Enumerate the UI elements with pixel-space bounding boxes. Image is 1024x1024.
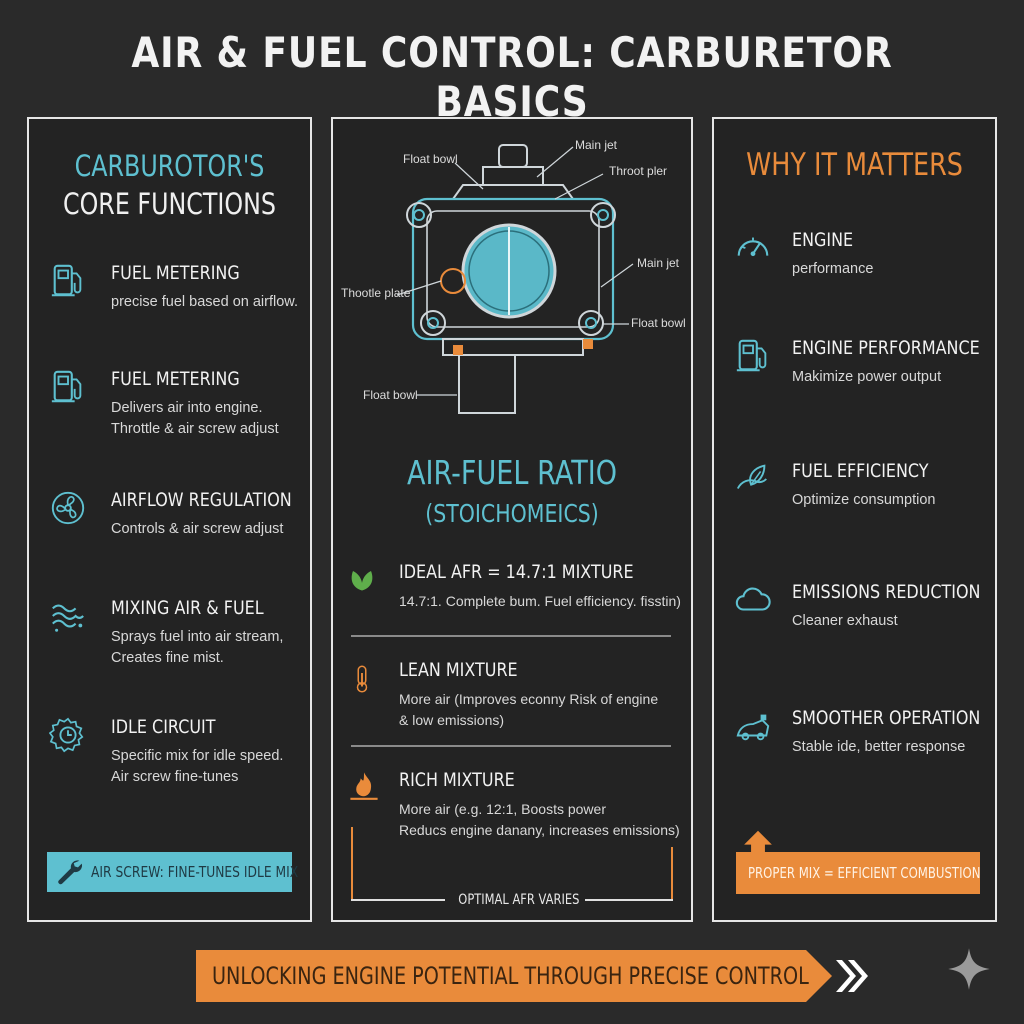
label-float-bowl-right: Float bowl — [631, 316, 686, 330]
item-description: More air (e.g. 12:1, Boosts power Reducs… — [399, 799, 681, 841]
air-screw-callout-label: AIR SCREW: FINE-TUNES IDLE MIX — [91, 863, 299, 881]
label-main-jet-right: Main jet — [637, 256, 680, 270]
function-item-airflow-regulation: AIRFLOW REGULATION Controls & air screw … — [49, 489, 300, 569]
label-main-jet-top: Main jet — [575, 138, 618, 152]
bracket-right — [671, 847, 673, 899]
item-title: EMISSIONS REDUCTION — [792, 581, 981, 603]
air-fuel-ratio-panel: Float bowl Main jet Throot pler Main jet… — [331, 117, 693, 922]
item-description: 14.7:1. Complete bum. Fuel efficiency. f… — [399, 593, 681, 609]
optimal-afr-label: OPTIMAL AFR VARIES — [458, 892, 580, 908]
function-item-idle-circuit: IDLE CIRCUIT Specific mix for idle speed… — [49, 716, 300, 796]
flame-icon — [350, 772, 378, 800]
item-description: Delivers air into engine. Throttle & air… — [111, 398, 300, 440]
bottom-banner-label: UNLOCKING ENGINE POTENTIAL THROUGH PRECI… — [212, 962, 809, 990]
car-icon — [736, 714, 770, 741]
air-swirl-icon — [52, 604, 84, 632]
item-title: IDLE CIRCUIT — [111, 716, 216, 738]
label-throttle-plate-left: Thootle plate — [341, 286, 411, 300]
item-description: Stable ide, better response — [792, 739, 966, 755]
item-title: IDEAL AFR = 14.7:1 MIXTURE — [399, 561, 634, 583]
fuel-pump-icon — [51, 264, 82, 297]
item-description: Makimize power output — [792, 369, 942, 385]
item-description: Cleaner exhaust — [792, 613, 898, 629]
item-description-line2: Creates fine mist. — [111, 650, 224, 666]
speedometer-icon — [737, 237, 769, 257]
why-it-matters-heading: WHY IT MATTERS — [746, 147, 963, 183]
core-functions-heading-line1: CARBUROTOR'S — [74, 149, 265, 183]
divider — [351, 745, 671, 747]
item-description: precise fuel based on airflow. — [111, 294, 298, 310]
bottom-banner: UNLOCKING ENGINE POTENTIAL THROUGH PRECI… — [196, 950, 836, 1002]
function-item-fuel-metering-2: FUEL METERING Delivers air into engine. … — [49, 368, 300, 448]
item-description: Controls & air screw adjust — [111, 521, 284, 537]
item-title: AIRFLOW REGULATION — [111, 489, 292, 511]
proper-mix-callout: PROPER MIX = EFFICIENT COMBUSTION — [736, 852, 980, 894]
item-description: Sprays fuel into air stream, Creates fin… — [111, 627, 300, 669]
item-description-line1: More air (e.g. 12:1, Boosts power — [399, 801, 606, 817]
proper-mix-callout-label: PROPER MIX = EFFICIENT COMBUSTION — [748, 864, 981, 882]
afr-item-rich: RICH MIXTURE More air (e.g. 12:1, Boosts… — [347, 769, 681, 849]
core-functions-panel: CARBUROTOR'S CORE FUNCTIONS FUEL METERIN… — [27, 117, 312, 922]
item-title: RICH MIXTURE — [399, 769, 515, 791]
afr-item-ideal: IDEAL AFR = 14.7:1 MIXTURE 14.7:1. Compl… — [347, 561, 681, 641]
arrow-up-icon — [744, 830, 772, 855]
fuel-pump-icon — [736, 339, 767, 372]
item-description-line2: Air screw fine-tunes — [111, 769, 239, 785]
item-description: More air (Improves econny Risk of engine… — [399, 689, 681, 731]
benefit-item-smoother-operation: SMOOTHER OPERATION Stable ide, better re… — [734, 707, 985, 787]
banner-arrow-shape — [196, 950, 832, 1002]
benefit-item-engine-performance: ENGINE PERFORMANCE Makimize power output — [734, 337, 985, 417]
benefit-item-emissions: EMISSIONS REDUCTION Cleaner exhaust — [734, 581, 985, 661]
gear-clock-icon — [49, 717, 84, 753]
function-item-fuel-metering: FUEL METERING precise fuel based on airf… — [49, 262, 300, 342]
fan-icon — [51, 491, 85, 525]
item-description: performance — [792, 261, 874, 277]
chevrons-right-icon — [836, 960, 868, 992]
item-description-line2: Throttle & air screw adjust — [111, 421, 279, 437]
benefit-item-fuel-efficiency: FUEL EFFICIENCY Optimize consumption — [734, 460, 985, 540]
cloud-icon — [735, 587, 771, 611]
item-title: FUEL EFFICIENCY — [792, 460, 929, 482]
label-float-bowl-bottom: Float bowl — [363, 388, 418, 402]
item-title: FUEL METERING — [111, 368, 240, 390]
page-title: AIR & FUEL CONTROL: CARBURETOR BASICS — [131, 28, 893, 126]
optimal-afr-label-box: OPTIMAL AFR VARIES — [445, 891, 585, 909]
item-title: FUEL METERING — [111, 262, 240, 284]
wrench-icon — [58, 860, 83, 885]
item-description-line2: Reducs engine danany, increases emission… — [399, 822, 680, 838]
leaf-icon — [351, 571, 373, 591]
item-title: MIXING AIR & FUEL — [111, 597, 264, 619]
item-description: Specific mix for idle speed. Air screw f… — [111, 746, 300, 788]
benefit-item-engine: ENGINE performance — [734, 229, 985, 309]
fuel-pump-icon — [51, 370, 82, 403]
item-description-line1: Specific mix for idle speed. — [111, 748, 284, 764]
item-description: Optimize consumption — [792, 492, 936, 508]
label-throttle-plate-top: Throot pler — [609, 164, 667, 178]
item-description-line1: Sprays fuel into air stream, — [111, 629, 284, 645]
divider — [351, 635, 671, 637]
core-functions-heading-line2: CORE FUNCTIONS — [62, 187, 277, 221]
sparkle-icon — [948, 948, 990, 990]
item-description-line1: More air (Improves econny Risk of engine — [399, 691, 659, 707]
item-title: ENGINE PERFORMANCE — [792, 337, 980, 359]
afr-heading-line2: (STOICHOMEICS) — [425, 499, 599, 528]
afr-heading-line1: AIR-FUEL RATIO — [406, 453, 618, 492]
item-title: SMOOTHER OPERATION — [792, 707, 981, 729]
item-description-line1: Delivers air into engine. — [111, 400, 263, 416]
air-screw-callout: AIR SCREW: FINE-TUNES IDLE MIX — [47, 852, 298, 892]
label-float-bowl-top: Float bowl — [403, 152, 458, 166]
item-title: LEAN MIXTURE — [399, 659, 518, 681]
bracket-left — [351, 827, 353, 899]
afr-item-lean: LEAN MIXTURE More air (Improves econny R… — [347, 659, 681, 739]
leaf-hand-icon — [736, 464, 767, 489]
function-item-mixing: MIXING AIR & FUEL Sprays fuel into air s… — [49, 597, 300, 677]
thermometer-icon — [356, 665, 368, 693]
carburetor-diagram: Float bowl Main jet Throot pler Main jet… — [341, 138, 686, 414]
item-title: ENGINE — [792, 229, 854, 251]
why-it-matters-panel: WHY IT MATTERS ENGINE performance ENGINE… — [712, 117, 997, 922]
item-description-line2: & low emissions) — [399, 712, 505, 728]
